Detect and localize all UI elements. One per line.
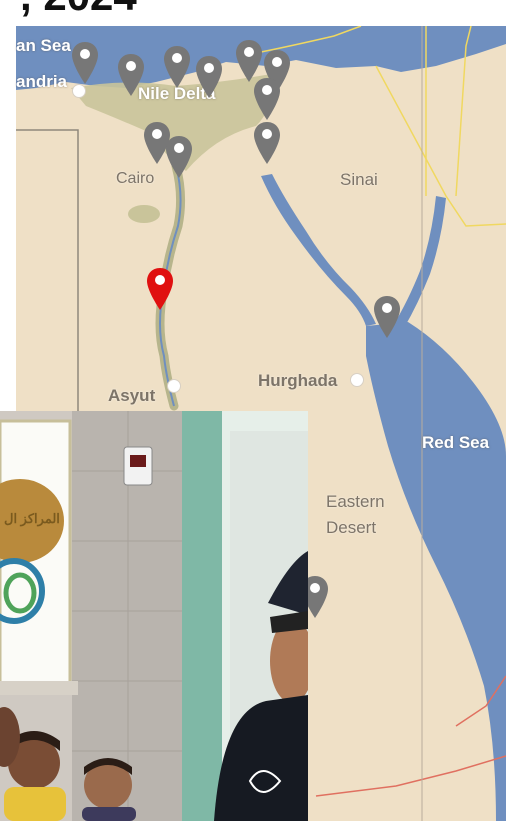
gulf-of-suez <box>261 174 376 326</box>
fayoum-area <box>128 205 160 223</box>
city-dot-alexandria <box>72 84 86 98</box>
city-dot-hurghada <box>350 373 364 387</box>
map-pin[interactable] <box>252 76 282 122</box>
page-title: , 2024 <box>20 0 137 20</box>
map-pin[interactable] <box>300 574 330 620</box>
map-pin[interactable] <box>164 134 194 180</box>
photo-canvas <box>0 411 308 821</box>
gulf-of-aqaba <box>394 196 446 328</box>
map-pin-highlight[interactable] <box>145 266 175 312</box>
label-eastern-desert-1: Eastern <box>326 492 385 511</box>
map-pin[interactable] <box>252 120 282 166</box>
map-pin[interactable] <box>142 120 172 166</box>
border-line <box>455 26 472 197</box>
map-pin[interactable] <box>234 38 264 84</box>
border-line <box>260 26 362 53</box>
label-red-sea: Red Sea <box>422 433 490 452</box>
label-sea: an Sea <box>16 36 71 55</box>
map-pin[interactable] <box>116 52 146 98</box>
map-pin[interactable] <box>262 48 292 94</box>
map-pin[interactable] <box>372 294 402 340</box>
border-line <box>455 675 506 727</box>
label-hurghada: Hurghada <box>258 371 338 390</box>
label-eastern-desert-2: Desert <box>326 518 377 537</box>
label-asyut: Asyut <box>108 386 156 405</box>
city-dot-asyut <box>167 379 181 393</box>
label-sinai: Sinai <box>340 170 378 189</box>
inset-frame <box>16 129 79 421</box>
map-pin[interactable] <box>70 40 100 86</box>
classroom-photo: المراكز ال <box>0 411 308 821</box>
label-alexandria: andria <box>16 72 68 91</box>
sign-text: المراكز ال <box>4 511 60 526</box>
label-nile-delta: Nile Delta <box>138 84 216 103</box>
label-cairo: Cairo <box>116 170 155 187</box>
border-line <box>315 755 506 797</box>
red-sea <box>366 322 506 821</box>
map-pin[interactable] <box>162 44 192 90</box>
map-pin[interactable] <box>194 54 224 100</box>
border-line <box>375 65 506 227</box>
nile-delta-area <box>71 74 272 171</box>
